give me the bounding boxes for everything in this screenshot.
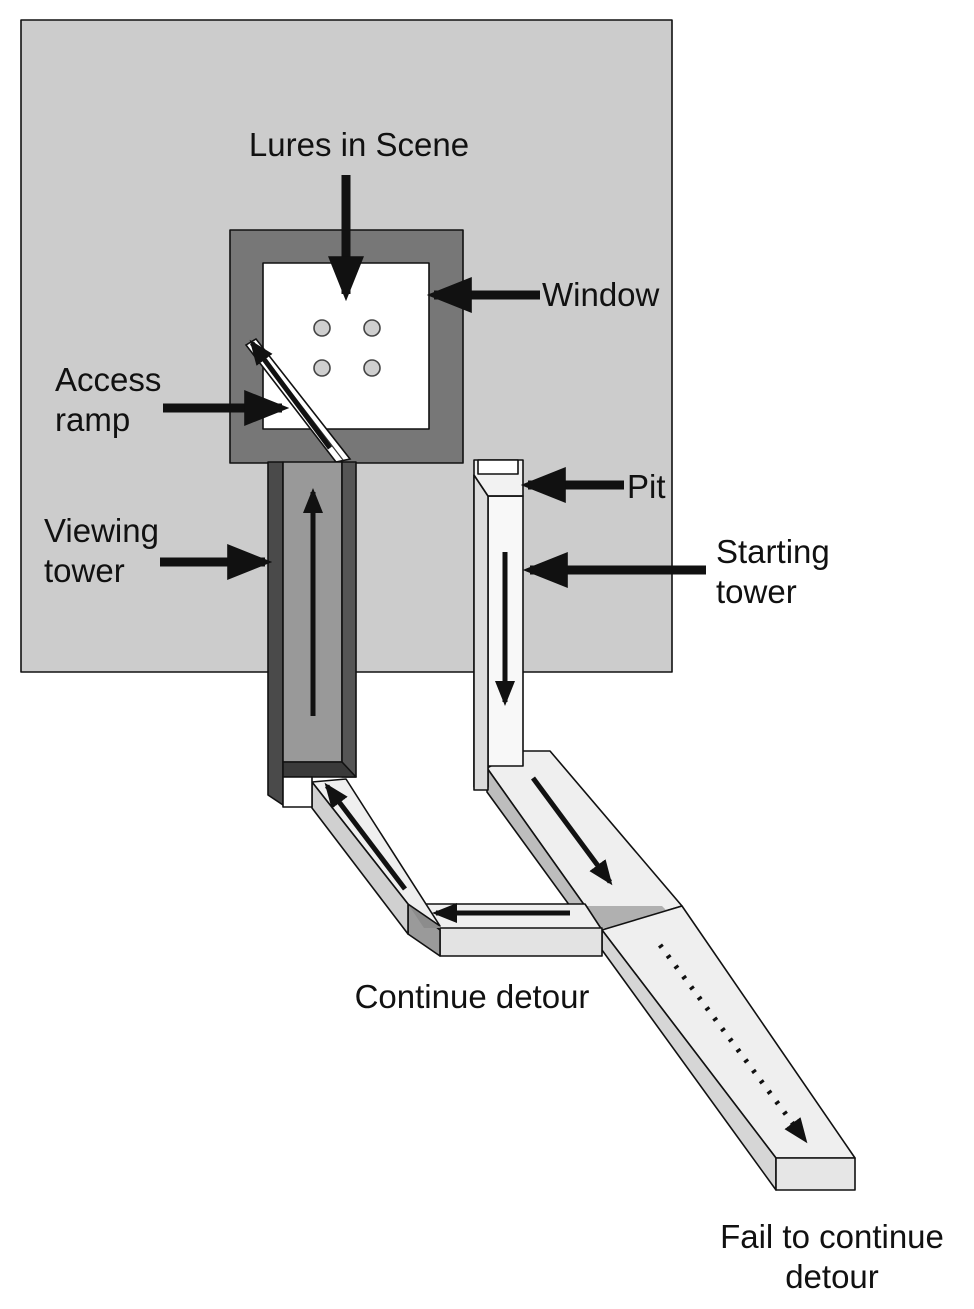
arrow-up-left [324, 782, 407, 891]
label-access-ramp-line2: ramp [55, 401, 130, 438]
label-starting-tower-line1: Starting [716, 533, 830, 570]
label-lures-in-scene: Lures in Scene [249, 126, 469, 163]
callout-arrows [160, 175, 706, 588]
corridor-left [311, 778, 441, 935]
lure [363, 359, 381, 377]
lure [313, 359, 331, 377]
label-viewing-tower-line1: Viewing [44, 512, 159, 549]
label-access-ramp-line1: Access [55, 361, 161, 398]
label-continue-detour: Continue detour [355, 978, 590, 1015]
lures [313, 319, 381, 377]
corridor-fail [601, 905, 856, 1191]
path-arrows [249, 339, 808, 1144]
arrow-ramp [249, 339, 333, 450]
lure [363, 319, 381, 337]
arrow-diagonal-right [530, 776, 613, 886]
label-window: Window [542, 276, 660, 313]
lure [313, 319, 331, 337]
label-pit: Pit [627, 468, 666, 505]
label-fail-line2: detour [785, 1258, 879, 1295]
label-starting-tower-line2: tower [716, 573, 797, 610]
arrow-fail-dotted [657, 943, 808, 1144]
label-viewing-tower-line2: tower [44, 552, 125, 589]
label-fail-line1: Fail to continue [720, 1218, 944, 1255]
starting-tower [473, 459, 524, 791]
pit-opening [477, 459, 519, 475]
